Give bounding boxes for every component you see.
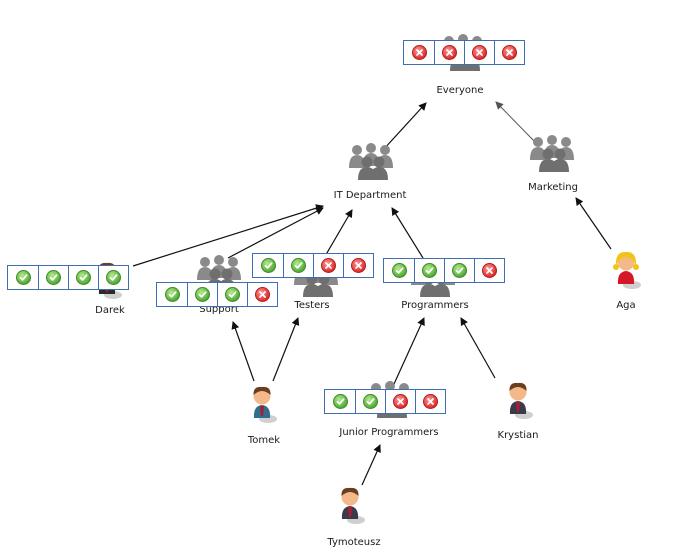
edge-testers-to-it-department [323,209,353,259]
permission-cell[interactable] [98,266,128,289]
edges-layer [132,101,612,486]
permission-cell[interactable] [8,266,38,289]
permission-table-support [156,282,278,307]
check-icon [452,263,467,278]
edge-it-department-to-everyone [382,102,427,151]
permission-table-darek [7,265,129,290]
permission-cell[interactable] [414,259,444,282]
check-icon [15,270,31,285]
edge-junior-programmers-to-programmers [393,317,425,385]
group-icon-it-department[interactable] [349,143,393,180]
permission-cell[interactable] [157,283,187,306]
permission-cell[interactable] [247,283,277,306]
check-icon [260,258,276,273]
check-icon [76,270,91,285]
node-label-aga: Aga [616,300,636,311]
permission-cell[interactable] [187,283,217,306]
cross-icon [472,45,487,60]
edge-darek-to-it-department [132,204,324,267]
permission-table-testers [252,253,374,278]
permission-cell[interactable] [343,254,373,277]
cross-icon [442,45,457,60]
edge-krystian-to-programmers [460,317,496,379]
permission-cell[interactable] [404,41,434,64]
permission-cell[interactable] [464,41,494,64]
node-label-everyone: Everyone [436,85,484,96]
edge-support-to-it-department [227,207,324,259]
node-label-it-department: IT Department [333,190,407,201]
permission-table-programmers [383,258,505,283]
check-icon [422,263,437,278]
edge-marketing-to-everyone [495,101,537,144]
check-icon [195,287,210,302]
check-icon [291,258,306,273]
check-icon [225,287,240,302]
node-label-marketing: Marketing [528,182,578,193]
node-label-testers: Testers [294,300,330,311]
permission-cell[interactable] [253,254,283,277]
icons-layer [98,34,641,524]
permission-cell[interactable] [434,41,464,64]
permission-cell[interactable] [415,390,445,413]
check-icon [391,263,407,278]
permission-cell[interactable] [325,390,355,413]
check-icon [332,394,348,409]
edge-tomek-to-support [231,321,255,382]
permission-cell[interactable] [68,266,98,289]
permission-cell[interactable] [384,259,414,282]
check-icon [363,394,378,409]
edge-tymoteusz-to-junior-programmers [361,444,381,486]
permission-cell[interactable] [444,259,474,282]
check-icon [46,270,61,285]
user-female-icon-aga[interactable] [613,251,641,289]
cross-icon [255,287,270,302]
user-icon-tomek[interactable] [253,386,277,423]
permission-cell[interactable] [217,283,247,306]
permission-cell[interactable] [38,266,68,289]
node-label-krystian: Krystian [497,430,539,441]
permission-cell[interactable] [283,254,313,277]
permission-cell[interactable] [494,41,524,64]
check-icon [164,287,180,302]
node-label-support: Support [199,304,239,315]
permission-table-junior-programmers [324,389,446,414]
edge-programmers-to-it-department [391,207,424,259]
group-icon-marketing[interactable] [530,135,574,172]
cross-icon [482,263,497,278]
node-label-darek: Darek [95,305,125,316]
user-icon-krystian[interactable] [509,382,533,419]
node-label-tomek: Tomek [247,435,281,446]
edge-tomek-to-testers [272,317,300,382]
cross-icon [411,45,427,60]
edge-aga-to-marketing [575,197,612,250]
permission-cell[interactable] [355,390,385,413]
cross-icon [502,45,517,60]
cross-icon [423,394,438,409]
node-label-tymoteusz: Tymoteusz [327,537,381,548]
cross-icon [393,394,408,409]
permission-cell[interactable] [313,254,343,277]
user-icon-tymoteusz[interactable] [341,487,365,524]
node-label-junior-programmers: Junior Programmers [339,427,439,438]
permission-table-everyone [403,40,525,65]
node-label-programmers: Programmers [401,300,469,311]
permission-cell[interactable] [385,390,415,413]
check-icon [106,270,121,285]
permission-cell[interactable] [474,259,504,282]
cross-icon [351,258,366,273]
cross-icon [321,258,336,273]
